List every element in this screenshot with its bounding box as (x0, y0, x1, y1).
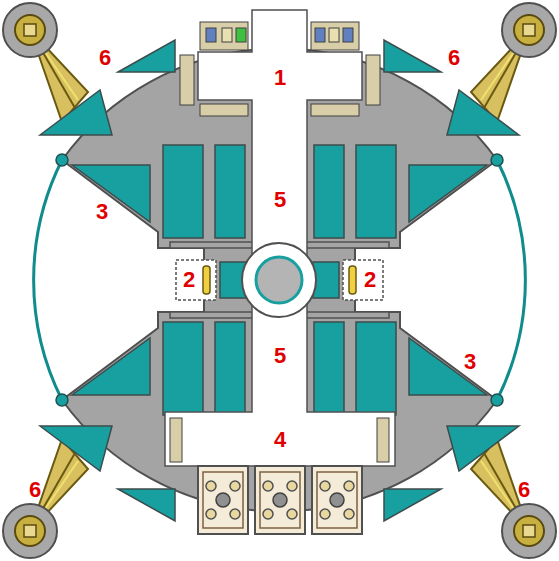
open-compartments-part (198, 10, 362, 258)
equipment-part (236, 28, 246, 42)
teal-panels-part (409, 165, 487, 222)
side-thrusters-part (349, 266, 356, 294)
side-thrusters (176, 260, 383, 300)
teal-panels-part (72, 338, 150, 395)
equipment-part (377, 418, 389, 462)
thruster-plates (170, 242, 389, 318)
equipment-part (206, 28, 216, 42)
teal-panels-part (356, 145, 396, 238)
teal-panels-part (118, 489, 175, 521)
teal-panels-part (215, 145, 245, 238)
callout-number: 3 (464, 351, 476, 373)
teal-panels-part (118, 40, 175, 72)
central-hatch-part (242, 243, 316, 317)
equipment (170, 22, 389, 462)
teal-panels-part (356, 322, 396, 415)
equipment-part (311, 104, 359, 116)
main-thrusters (198, 466, 362, 534)
equipment-part (200, 104, 248, 116)
equipment-part (200, 22, 248, 50)
teal-panels-part (215, 322, 245, 415)
teal-panels-part (384, 489, 441, 521)
central-hatch-part (256, 257, 302, 303)
hull-joints-part (491, 394, 503, 406)
teal-panels-part (409, 338, 487, 395)
hull-joints-part (56, 394, 68, 406)
side-hull-part (34, 160, 62, 400)
callout-number: 5 (274, 189, 286, 211)
hull-joints-part (491, 154, 503, 166)
equipment-part (343, 28, 353, 42)
callout-number: 2 (364, 269, 376, 291)
teal-panels-part (163, 145, 203, 238)
equipment-part (180, 55, 194, 105)
equipment-part (315, 28, 325, 42)
side-thrusters-part (343, 260, 383, 300)
open-compartments (165, 10, 395, 466)
main-thrusters-part (255, 466, 305, 534)
teal-panels-part (72, 165, 150, 222)
side-hull-part (497, 160, 525, 400)
teal-panels-part (163, 322, 203, 415)
landing-legs-part (471, 3, 556, 122)
open-compartments-part (165, 302, 395, 466)
hull-joints-part (56, 154, 68, 166)
teal-panels-part (447, 426, 519, 471)
landing-legs-part (3, 439, 88, 558)
central-hatch (242, 243, 316, 317)
equipment-part (311, 22, 359, 50)
callout-number: 4 (274, 429, 286, 451)
landing-legs-part (471, 439, 556, 558)
callout-number: 6 (29, 479, 41, 501)
callout-number: 5 (274, 345, 286, 367)
callout-number: 6 (99, 47, 111, 69)
teal-panels-part (40, 426, 112, 471)
teal-panels-part (314, 322, 344, 415)
teal-panels-part (447, 90, 519, 135)
main-thrusters-part (312, 466, 362, 534)
callout-number: 6 (448, 47, 460, 69)
equipment-part (222, 28, 232, 42)
teal-panels-part (384, 40, 441, 72)
teal-panels-part (314, 145, 344, 238)
equipment-part (329, 28, 339, 42)
landing-legs (3, 3, 556, 558)
callout-number: 6 (518, 479, 530, 501)
teal-panels-part (40, 90, 112, 135)
equipment-part (366, 55, 380, 105)
callout-number: 2 (183, 269, 195, 291)
callout-number: 3 (96, 201, 108, 223)
landing-legs-part (3, 3, 88, 122)
side-hull (34, 160, 526, 400)
side-thrusters-part (176, 260, 216, 300)
callout-number: 1 (274, 67, 286, 89)
equipment-part (170, 418, 182, 462)
side-thrusters-part (203, 266, 210, 294)
main-thrusters-part (198, 466, 248, 534)
